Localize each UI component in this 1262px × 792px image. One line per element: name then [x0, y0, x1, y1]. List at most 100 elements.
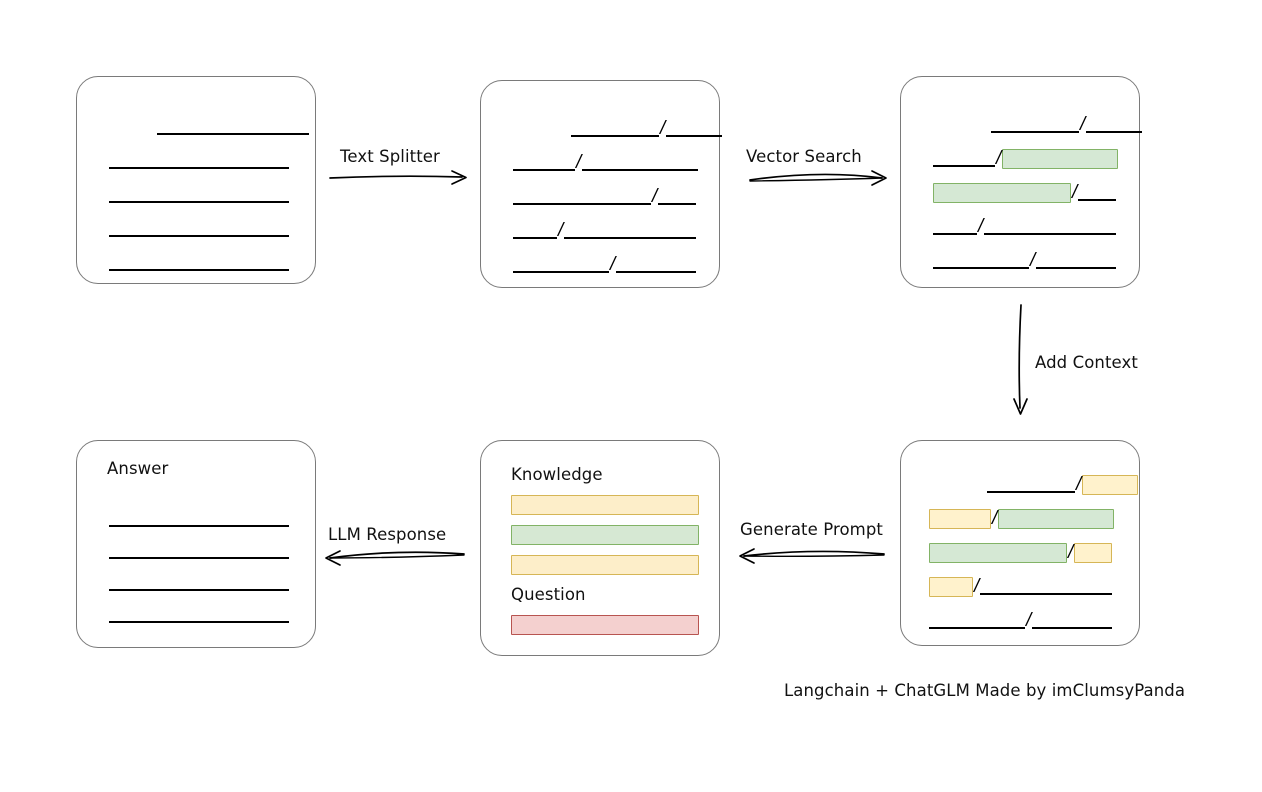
- highlighted-chunk: [929, 577, 973, 597]
- document-line: /: [513, 253, 697, 275]
- text-line-segment: [564, 237, 697, 239]
- document-line: /: [929, 609, 1113, 631]
- segment-separator: /: [1030, 249, 1036, 271]
- segment-separator: /: [610, 253, 616, 275]
- segment-separator: /: [660, 117, 666, 139]
- text-line-segment: [157, 133, 309, 135]
- node-split-document[interactable]: / / / / /: [480, 80, 723, 288]
- node-answer-content: [77, 441, 315, 647]
- question-bar: [511, 615, 699, 635]
- text-line-segment: [980, 593, 1113, 595]
- node-answer[interactable]: Answer: [76, 440, 316, 648]
- document-line: /: [513, 219, 697, 241]
- segment-separator: /: [1076, 473, 1082, 495]
- document-line: /: [933, 181, 1117, 203]
- text-line-segment: [571, 135, 659, 137]
- text-line-segment: [109, 557, 289, 559]
- document-line: [109, 541, 289, 561]
- document-line: /: [513, 185, 697, 207]
- node-vector-matched-document-content: / / / / /: [901, 77, 1143, 287]
- document-line: [157, 117, 309, 137]
- arrow-vector-search: [749, 170, 887, 186]
- segment-separator: /: [1080, 113, 1086, 135]
- document-line: /: [929, 541, 1113, 563]
- node-context-document[interactable]: / / / / /: [900, 440, 1140, 646]
- segment-separator: /: [1072, 181, 1078, 203]
- document-line: /: [933, 215, 1117, 237]
- document-line: [109, 151, 289, 171]
- text-line-segment: [666, 135, 723, 137]
- node-prompt[interactable]: Knowledge Question: [480, 440, 720, 656]
- text-line-segment: [582, 169, 699, 171]
- node-vector-matched-document[interactable]: / / / / /: [900, 76, 1143, 288]
- highlighted-chunk: [1074, 543, 1113, 563]
- node-prompt-bars: [481, 441, 719, 655]
- edge-label-text-splitter: Text Splitter: [340, 147, 440, 166]
- document-line: /: [933, 249, 1117, 271]
- highlighted-chunk: [1082, 475, 1139, 495]
- text-line-segment: [109, 269, 289, 271]
- text-line-segment: [513, 169, 575, 171]
- document-line: /: [571, 117, 723, 139]
- text-line-segment: [109, 525, 289, 527]
- document-line: [109, 573, 289, 593]
- edge-label-vector-search: Vector Search: [746, 147, 862, 166]
- text-line-segment: [987, 491, 1075, 493]
- text-line-segment: [933, 165, 995, 167]
- node-context-document-content: / / / / /: [901, 441, 1139, 645]
- edge-label-add-context: Add Context: [1035, 353, 1138, 372]
- document-line: /: [991, 113, 1143, 135]
- text-line-segment: [1032, 627, 1113, 629]
- document-line: [109, 219, 289, 239]
- knowledge-label: Knowledge: [511, 465, 603, 484]
- document-line: /: [929, 575, 1113, 597]
- text-line-segment: [1036, 267, 1117, 269]
- text-line-segment: [933, 233, 977, 235]
- segment-separator: /: [974, 575, 980, 597]
- question-label: Question: [511, 585, 586, 604]
- knowledge-chunk-bar: [511, 495, 699, 515]
- highlighted-chunk: [998, 509, 1115, 529]
- text-line-segment: [109, 235, 289, 237]
- footer-credit: Langchain + ChatGLM Made by imClumsyPand…: [784, 681, 1186, 700]
- node-source-document[interactable]: [76, 76, 316, 284]
- highlighted-chunk: [929, 543, 1067, 563]
- text-line-segment: [929, 627, 1025, 629]
- text-line-segment: [109, 201, 289, 203]
- node-split-document-content: / / / / /: [481, 81, 723, 287]
- highlighted-chunk: [933, 183, 1071, 203]
- segment-separator: /: [558, 219, 564, 241]
- text-line-segment: [984, 233, 1117, 235]
- segment-separator: /: [1068, 541, 1074, 563]
- text-line-segment: [1078, 199, 1117, 201]
- segment-separator: /: [992, 507, 998, 529]
- segment-separator: /: [996, 147, 1002, 169]
- edge-label-generate-prompt: Generate Prompt: [740, 520, 883, 539]
- text-line-segment: [513, 237, 557, 239]
- segment-separator: /: [576, 151, 582, 173]
- text-line-segment: [513, 271, 609, 273]
- highlighted-chunk: [929, 509, 991, 529]
- arrow-generate-prompt: [739, 548, 885, 564]
- edge-label-llm-response: LLM Response: [328, 525, 447, 544]
- arrow-llm-response: [325, 550, 465, 566]
- document-line: [109, 509, 289, 529]
- knowledge-chunk-bar: [511, 555, 699, 575]
- document-line: [109, 185, 289, 205]
- document-line: /: [933, 147, 1119, 169]
- segment-separator: /: [652, 185, 658, 207]
- answer-label: Answer: [107, 459, 169, 478]
- text-line-segment: [658, 203, 697, 205]
- highlighted-chunk: [1002, 149, 1119, 169]
- text-line-segment: [109, 167, 289, 169]
- document-line: /: [929, 507, 1115, 529]
- text-line-segment: [1086, 131, 1143, 133]
- segment-separator: /: [1026, 609, 1032, 631]
- document-line: [109, 253, 289, 273]
- text-line-segment: [933, 267, 1029, 269]
- document-line: /: [513, 151, 699, 173]
- text-line-segment: [109, 621, 289, 623]
- segment-separator: /: [978, 215, 984, 237]
- document-line: [109, 605, 289, 625]
